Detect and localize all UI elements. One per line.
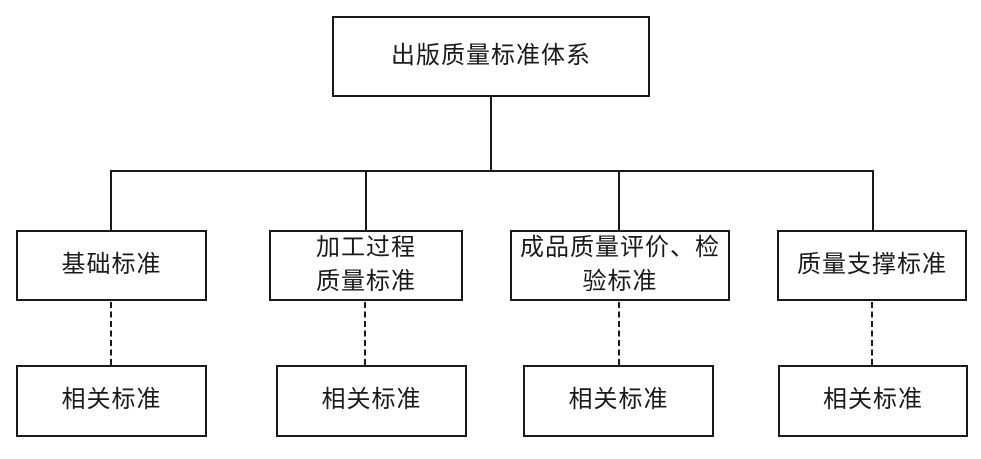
node-root: 出版质量标准体系	[332, 16, 650, 97]
node-related-standards-1-label: 相关标准	[61, 387, 162, 414]
node-product-evaluation-inspection-standards-label: 成品质量评价、检 验标准	[520, 235, 720, 295]
connector-dashed-1	[110, 302, 112, 365]
node-related-standards-1: 相关标准	[16, 365, 207, 437]
node-related-standards-2-label: 相关标准	[321, 387, 422, 414]
node-process-quality-standards-label: 加工过程 质量标准	[316, 235, 416, 295]
connector-dashed-4	[871, 302, 873, 365]
connector-drop-3	[618, 171, 620, 230]
node-related-standards-3-label: 相关标准	[568, 387, 669, 414]
connector-dashed-3	[618, 302, 620, 365]
node-related-standards-2: 相关标准	[276, 365, 467, 437]
connector-drop-1	[110, 171, 112, 230]
node-root-label: 出版质量标准体系	[391, 42, 591, 69]
node-related-standards-4-label: 相关标准	[823, 387, 923, 414]
connector-horizontal-bar	[110, 170, 874, 172]
node-quality-support-standards: 质量支撑标准	[777, 230, 967, 301]
node-basic-standards: 基础标准	[16, 230, 207, 301]
connector-root-stem	[490, 97, 492, 171]
connector-dashed-2	[364, 302, 366, 365]
connector-drop-4	[872, 171, 874, 230]
node-basic-standards-label: 基础标准	[61, 251, 162, 278]
node-process-quality-standards: 加工过程 质量标准	[269, 230, 463, 301]
connector-drop-2	[365, 171, 367, 230]
node-product-evaluation-inspection-standards: 成品质量评价、检 验标准	[510, 230, 730, 301]
node-related-standards-4: 相关标准	[778, 365, 968, 437]
node-quality-support-standards-label: 质量支撑标准	[797, 251, 947, 278]
node-related-standards-3: 相关标准	[523, 365, 714, 437]
